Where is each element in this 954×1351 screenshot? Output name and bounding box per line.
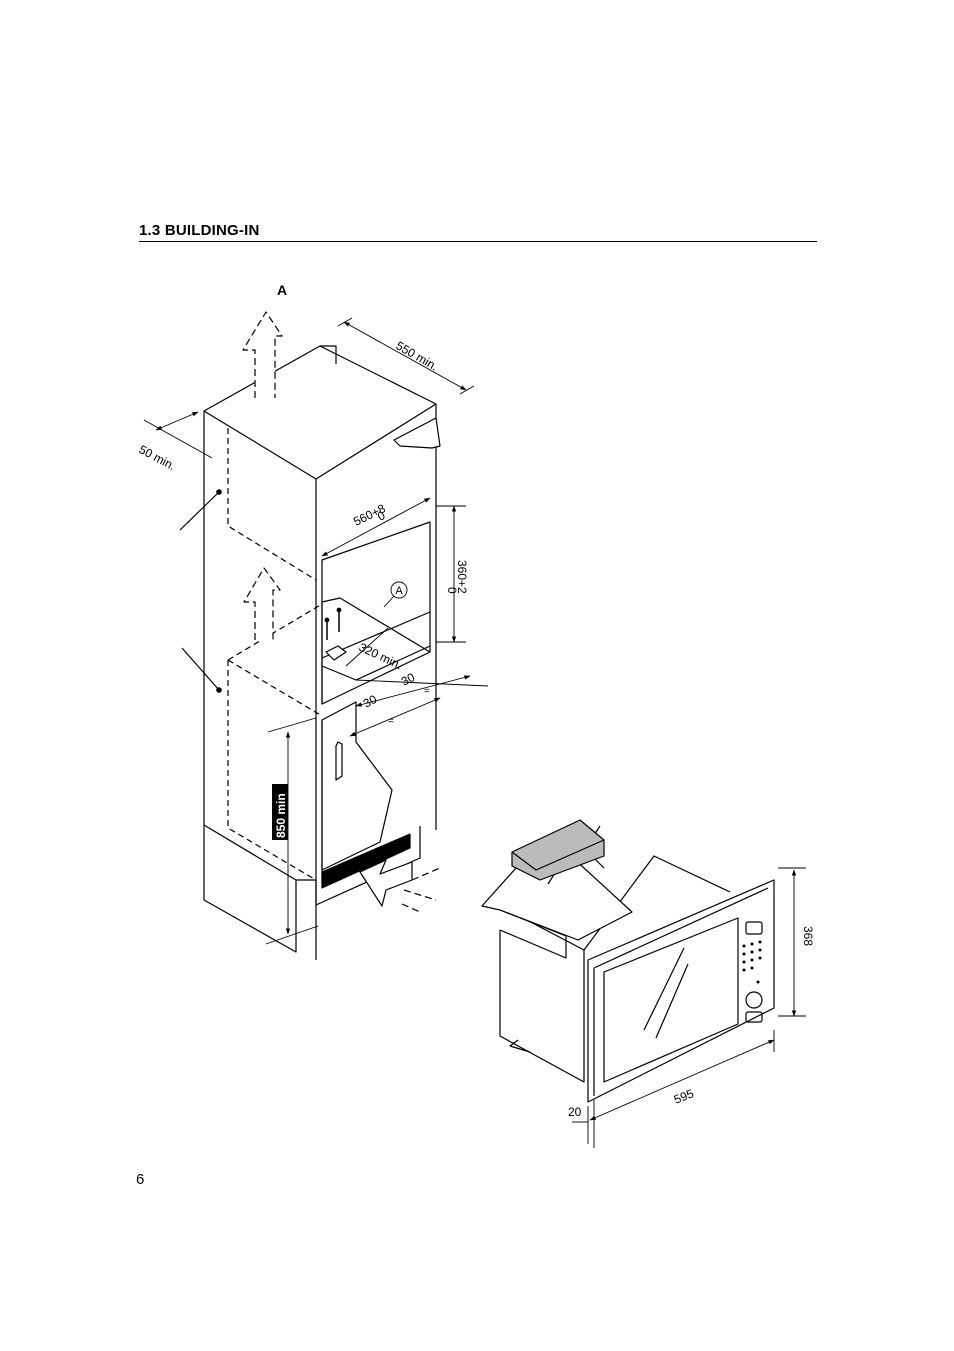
oven-control-dots <box>742 940 762 984</box>
section-title: 1.3 BUILDING-IN <box>139 222 260 239</box>
dim-floor-badge <box>272 784 288 840</box>
dim-height: 360+2 <box>455 560 469 594</box>
dim-oven-frame: 20 <box>568 1105 582 1119</box>
cabinet-dimensions <box>143 317 489 945</box>
callout-a-top: A <box>277 282 287 298</box>
section-rule <box>139 241 817 242</box>
dim-oven-height: 368 <box>801 926 815 946</box>
page-number: 6 <box>136 1171 145 1188</box>
oven-dimensions <box>572 867 806 1148</box>
dim-depth: 550 min. <box>394 338 441 373</box>
dim-height-tolerance: 0 <box>445 587 459 594</box>
built-in-oven <box>481 819 775 1103</box>
callout-a-circle: A <box>395 585 403 597</box>
dim-edge-a: 30 <box>399 670 418 689</box>
dim-gap: 50 min. <box>137 442 178 473</box>
dim-shelf: 320 min. <box>357 640 405 672</box>
airflow-arrows <box>242 311 441 913</box>
equal-mark-b: = <box>424 686 430 697</box>
dim-oven-width: 595 <box>672 1086 696 1107</box>
equal-mark-a: = <box>388 716 394 727</box>
dim-edge-b: 30 <box>361 692 380 711</box>
dim-floor: 850 min <box>274 793 288 838</box>
